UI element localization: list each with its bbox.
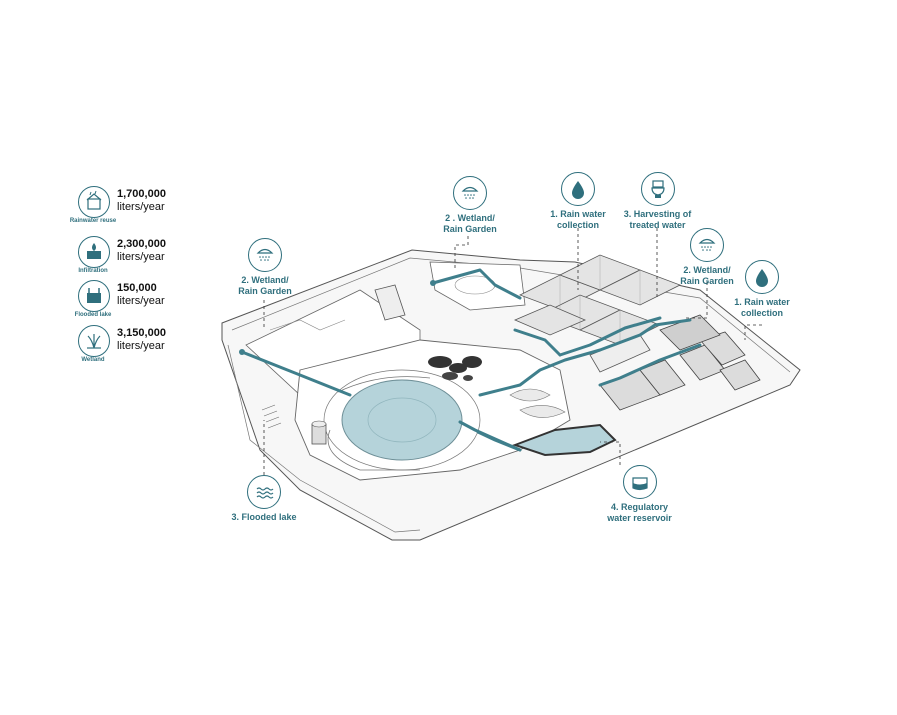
legend-unit: liters/year <box>117 340 165 352</box>
callout-harvesting: 3. Harvesting of treated water <box>615 172 700 231</box>
callout-wetland-top: 2 . Wetland/ Rain Garden <box>430 176 510 235</box>
infiltration-icon <box>78 236 110 268</box>
water-pipe-network <box>240 268 702 452</box>
legend-item-flooded-lake: Flooded lake 150,000 liters/year <box>75 280 218 324</box>
flooded-lake-icon <box>78 280 110 312</box>
callout-line1: 1. Rain water <box>734 297 790 307</box>
rainwater-reuse-icon <box>78 186 110 218</box>
legend-value: 150,000 <box>117 282 157 294</box>
callout-line1: 2. Wetland/ <box>241 275 289 285</box>
callout-line1: 1. Rain water <box>550 209 606 219</box>
callout-line2: treated water <box>629 220 686 230</box>
callout-line2: collection <box>556 220 599 230</box>
callout-line2: Rain Garden <box>238 286 292 296</box>
legend-item-wetland: Wetland 3,150,000 liters/year <box>78 325 218 369</box>
callout-line1: 3. Flooded lake <box>231 512 297 522</box>
legend-value: 3,150,000 <box>117 327 166 339</box>
water-tank-icon <box>622 465 657 499</box>
callout-wetland-right: 2. Wetland/ Rain Garden <box>667 228 747 287</box>
legend-unit: liters/year <box>117 201 165 213</box>
callout-line1: 2. Wetland/ <box>683 265 731 275</box>
callout-line2: water reservoir <box>607 513 672 523</box>
water-drop-icon <box>561 172 595 206</box>
shower-icon <box>690 228 724 262</box>
regulatory-reservoir <box>512 423 617 457</box>
shower-icon <box>248 238 282 272</box>
wetland-icon <box>78 325 110 357</box>
callout-reservoir: 4. Regulatory water reservoir <box>597 465 682 524</box>
legend-unit: liters/year <box>117 295 165 307</box>
callout-rain-collection-top: 1. Rain water collection <box>538 172 618 231</box>
legend-item-rainwater-reuse: Rainwater reuse 1,700,000 liters/year <box>70 186 218 230</box>
flooded-lake <box>341 379 463 461</box>
legend-item-infiltration: Infiltration 2,300,000 liters/year <box>78 236 218 280</box>
callout-wetland-left: 2. Wetland/ Rain Garden <box>225 238 305 297</box>
callout-line2: Rain Garden <box>680 276 734 286</box>
legend-value: 2,300,000 <box>117 238 166 250</box>
water-drop-icon <box>745 260 779 294</box>
toilet-icon <box>640 172 675 206</box>
legend-caption: Rainwater reuse <box>69 218 117 224</box>
callout-rain-collection-right: 1. Rain water collection <box>722 260 802 319</box>
legend-unit: liters/year <box>117 251 165 263</box>
legend-caption: Flooded lake <box>74 312 112 318</box>
legend-caption: Wetland <box>81 357 105 363</box>
callout-line1: 4. Regulatory <box>610 502 668 512</box>
waves-icon <box>247 475 281 509</box>
legend-value: 1,700,000 <box>117 188 166 200</box>
callout-line1: 3. Harvesting of <box>623 209 692 219</box>
callout-line1: 2 . Wetland/ <box>445 213 495 223</box>
callout-line2: Rain Garden <box>443 224 497 234</box>
callout-line2: collection <box>740 308 783 318</box>
legend-caption: Infiltration <box>78 268 108 274</box>
shower-icon <box>453 176 487 210</box>
callout-flooded-lake: 3. Flooded lake <box>224 475 304 523</box>
leader-lines <box>263 228 762 475</box>
